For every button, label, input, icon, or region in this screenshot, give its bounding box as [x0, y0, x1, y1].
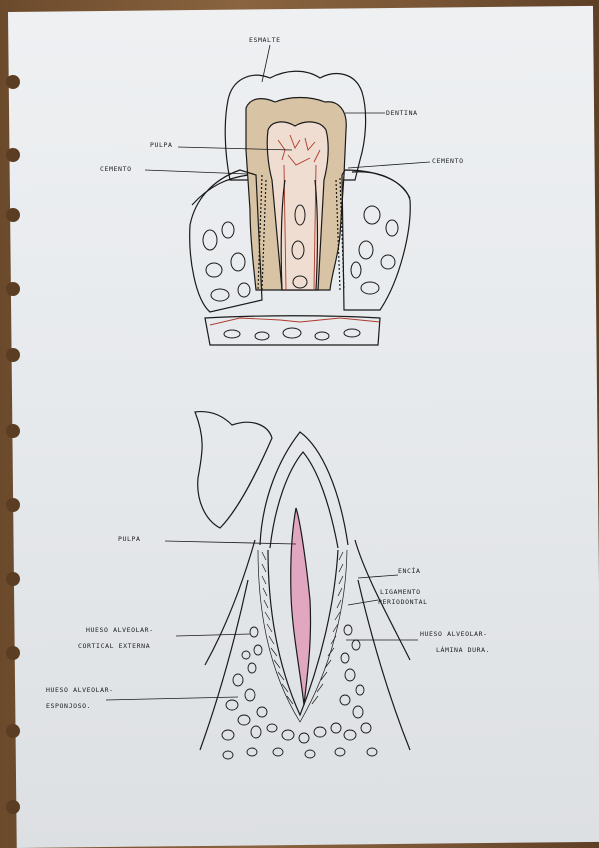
crown-inner-line [269, 451, 339, 549]
binder-hole [6, 148, 20, 162]
binder-hole [6, 424, 20, 438]
bottom-leader-lines [105, 540, 418, 701]
label-ligamento-line1: LIGAMENTO [380, 588, 421, 596]
pulp-canal [290, 507, 312, 706]
periodontal-ligament-hatching [257, 549, 348, 723]
enamel-crown [259, 431, 349, 546]
binder-hole [6, 75, 20, 89]
label-dentina: DENTINA [386, 109, 418, 117]
label-cortical-line2: CORTICAL EXTERNA [78, 642, 151, 650]
label-cemento-left: CEMENTO [100, 165, 132, 173]
binder-hole [6, 282, 20, 296]
binder-hole [6, 208, 20, 222]
alveolar-bone-right [341, 169, 411, 311]
root-outline [267, 549, 339, 717]
tooth-in-socket-diagram [194, 410, 411, 760]
lip-outline [194, 410, 273, 529]
label-pulpa-bottom: PULPA [118, 535, 141, 543]
gingiva-outline [204, 539, 411, 666]
binder-hole [6, 498, 20, 512]
binder-hole [6, 348, 20, 362]
binder-hole [6, 572, 20, 586]
top-leader-lines [144, 44, 431, 175]
root-canal [280, 179, 318, 291]
basal-bone [204, 315, 381, 346]
label-pulpa-top: PULPA [150, 141, 173, 149]
binder-hole [6, 800, 20, 814]
periodontal-ligament-left [257, 174, 267, 291]
trabecular-bone-spaces [202, 204, 399, 302]
alveolar-bone-left [189, 169, 263, 313]
tooth-cross-section-diagram [189, 70, 411, 346]
label-esmalte: ESMALTE [249, 36, 281, 44]
basal-bone-spaces [223, 327, 361, 341]
enamel-outline [224, 70, 367, 181]
label-cortical-line1: HUESO ALVEOLAR- [86, 626, 154, 634]
binder-hole [6, 646, 20, 660]
label-encia: ENCÍA [398, 567, 421, 575]
label-lamina-line1: HUESO ALVEOLAR- [420, 630, 488, 638]
gingiva-line [191, 171, 411, 206]
label-cemento-right: CEMENTO [432, 157, 464, 165]
label-esponjoso-line2: ESPONJOSO. [46, 702, 92, 710]
binder-hole [6, 724, 20, 738]
label-esponjoso-line1: HUESO ALVEOLAR- [46, 686, 114, 694]
label-lamina-line2: LÁMINA DURA. [436, 646, 491, 654]
alveolar-bone-outline [199, 579, 411, 751]
spongy-bone-spaces [221, 624, 378, 760]
label-ligamento-line2: PERIODONTAL [378, 598, 428, 606]
